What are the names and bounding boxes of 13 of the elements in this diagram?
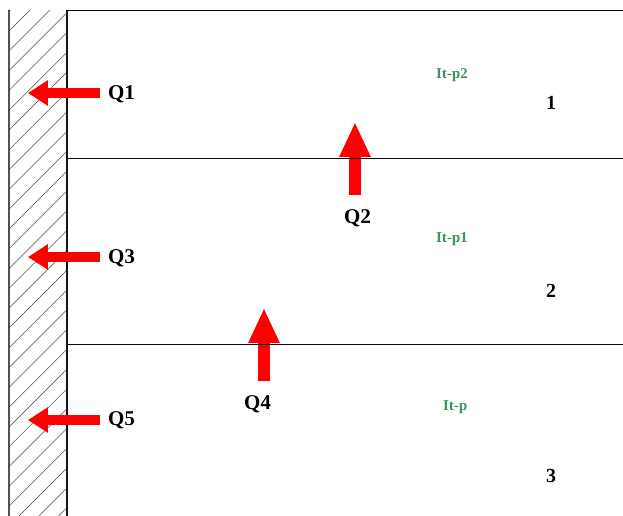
block-arrow xyxy=(248,309,280,381)
layer-number: 3 xyxy=(546,465,556,488)
interface-label: It-p xyxy=(443,398,468,415)
edge-label: Q2 xyxy=(344,204,371,229)
heat-flux-label: Q1 xyxy=(108,80,135,105)
heat-flux-label: Q5 xyxy=(108,406,135,431)
interface-label: It-p2 xyxy=(436,66,468,83)
block-arrow xyxy=(339,123,371,195)
edge-label: Q4 xyxy=(244,390,271,415)
heat-flux-label: Q3 xyxy=(108,244,135,269)
interface-label: It-p1 xyxy=(436,230,468,247)
layer-number: 1 xyxy=(546,92,556,115)
layer-number: 2 xyxy=(546,280,556,303)
